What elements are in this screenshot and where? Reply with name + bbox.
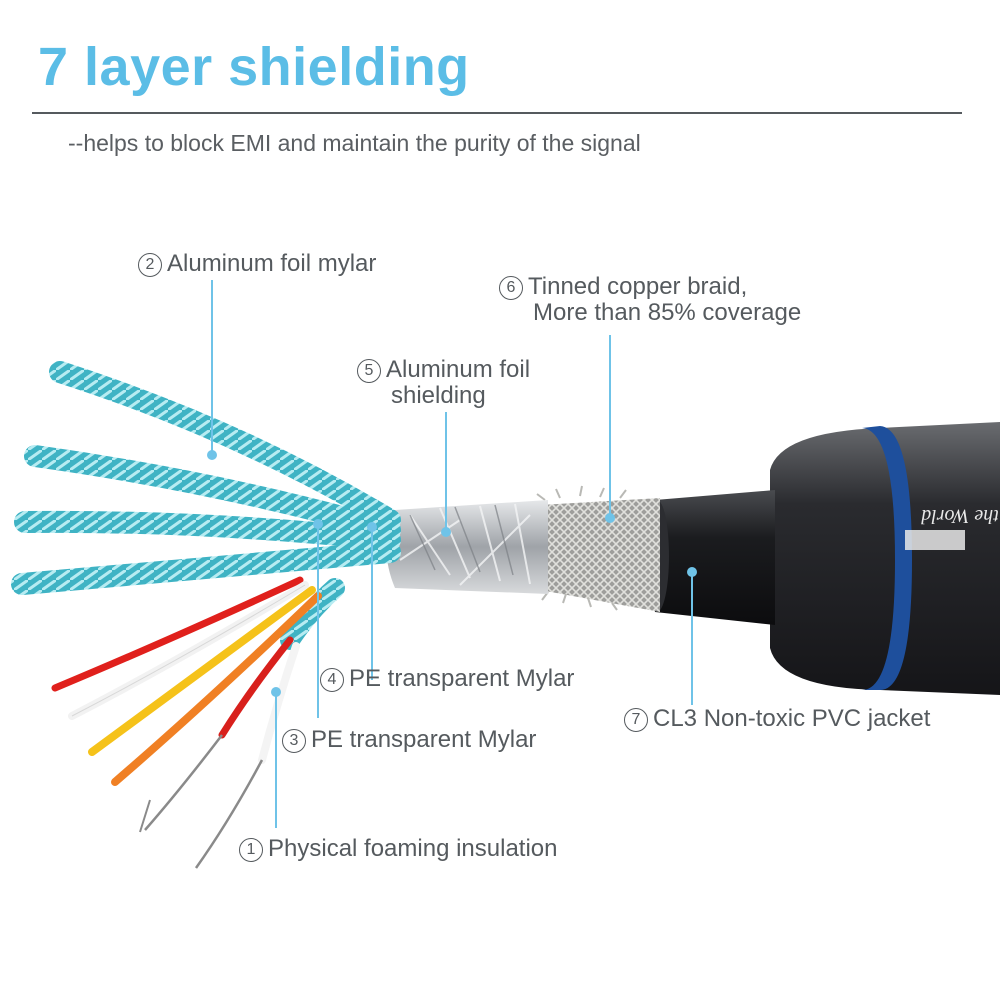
- aluminum-foil-shield: [386, 500, 548, 594]
- subtitle: --helps to block EMI and maintain the pu…: [68, 130, 641, 156]
- layer-number-badge: 2: [138, 253, 162, 277]
- layer-number-badge: 4: [320, 668, 344, 692]
- layer-number-badge: 3: [282, 729, 306, 753]
- layer-label: Physical foaming insulation: [268, 835, 558, 862]
- leader-dots: [207, 450, 697, 697]
- insulated-wires: [51, 576, 322, 869]
- layer-number-badge: 1: [239, 838, 263, 862]
- copper-braid: [534, 485, 660, 612]
- page-title: 7 layer shielding: [38, 37, 470, 97]
- pvc-jacket: [645, 490, 775, 625]
- connector-housing: the World: [770, 422, 1000, 695]
- layer-label: CL3 Non-toxic PVC jacket: [653, 705, 931, 732]
- layer-label-line2: shielding: [391, 382, 486, 409]
- layer-number-badge: 6: [499, 276, 523, 300]
- leader-lines: [211, 280, 693, 828]
- layer-label: Aluminum foil mylar: [167, 250, 377, 277]
- layer-label: PE transparent Mylar: [349, 665, 575, 692]
- layer-label: Aluminum foil: [386, 356, 531, 383]
- layer-label: PE transparent Mylar: [311, 726, 537, 753]
- layer-number-badge: 7: [624, 708, 648, 732]
- layer-label-line2: More than 85% coverage: [533, 299, 802, 326]
- title-divider: [32, 112, 962, 114]
- foil-wrapped-pairs: [11, 361, 401, 650]
- layer-number-badge: 5: [357, 359, 381, 383]
- brand-text: the World: [920, 505, 999, 527]
- layer-label: Tinned copper braid,: [528, 273, 748, 300]
